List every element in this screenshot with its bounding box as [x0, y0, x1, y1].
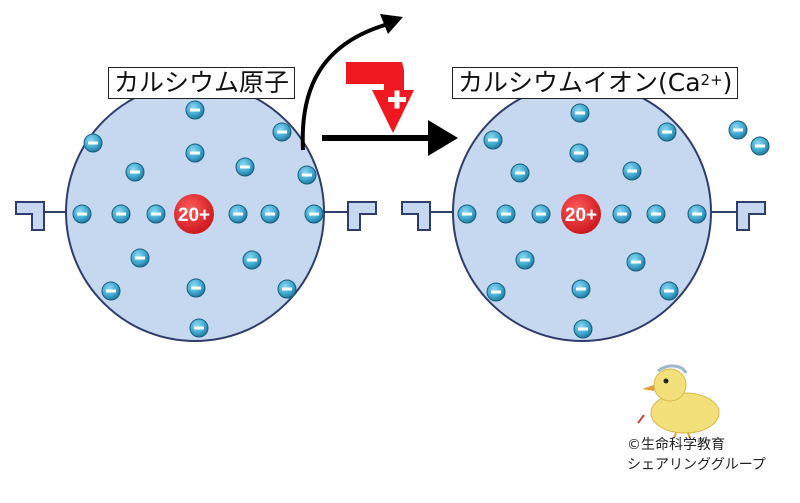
atom-right-connector [324, 201, 377, 231]
electron-minus-sign [631, 260, 641, 264]
electron-minus-sign [151, 212, 161, 216]
electron-minus-sign [190, 151, 200, 155]
electron-minus-sign [309, 212, 319, 216]
positive-charge-arrow-icon [346, 62, 414, 133]
atom-left-connector [15, 201, 66, 231]
atom-nucleus [174, 194, 214, 234]
ion-nucleus-label: 20+ [565, 205, 597, 226]
curved-arrow-icon [300, 23, 386, 151]
electron-minus-sign [190, 108, 200, 112]
electron-minus-sign [574, 151, 584, 155]
electron-minus-sign [575, 111, 585, 115]
electron-minus-sign [130, 170, 140, 174]
electrons-group [72, 100, 770, 339]
electron-minus-sign [302, 173, 312, 177]
calcium-atom-label: カルシウム原子 [108, 67, 296, 99]
electron-minus-sign [265, 212, 275, 216]
duck-mascot-icon [637, 364, 720, 438]
electron-minus-sign [617, 212, 627, 216]
electron-minus-sign [462, 212, 472, 216]
electron-minus-sign [520, 258, 530, 262]
electron-minus-sign [116, 212, 126, 216]
electron-minus-sign [501, 212, 511, 216]
atom-nucleus-label: 20+ [178, 205, 210, 226]
electron-minus-sign [233, 212, 243, 216]
electron-minus-sign [282, 287, 292, 291]
electron-minus-sign [664, 289, 674, 293]
electron-minus-sign [191, 286, 201, 290]
curved-arrow-head [380, 14, 403, 34]
electron-minus-sign [576, 287, 586, 291]
electron-minus-sign [135, 256, 145, 260]
calcium-ion-charge: 2+ [700, 71, 723, 89]
calcium-ion-label-close: ) [722, 68, 733, 97]
electron-minus-sign [627, 169, 637, 173]
ion-nucleus [561, 194, 601, 234]
electron-minus-sign [240, 165, 250, 169]
electron-minus-sign [194, 326, 204, 330]
electron-minus-sign [106, 289, 116, 293]
ion-left-connector [401, 201, 453, 231]
ion-right-connector [711, 201, 766, 231]
electron-minus-sign [536, 212, 546, 216]
copyright-credit: ©生命科学教育 シェアリンググループ [627, 435, 766, 475]
electron-minus-sign [77, 212, 87, 216]
calcium-atom-label-text: カルシウム原子 [114, 68, 290, 97]
electron-minus-sign [277, 130, 287, 134]
calcium-ion-label: カルシウムイオン(Ca2+) [452, 67, 739, 99]
electron-minus-sign [692, 212, 702, 216]
electron-minus-sign [88, 141, 98, 145]
electron-minus-sign [755, 144, 765, 148]
electron-minus-sign [515, 171, 525, 175]
credit-line-2: シェアリンググループ [627, 457, 766, 473]
electron-minus-sign [733, 128, 743, 132]
electron-minus-sign [488, 138, 498, 142]
electron-minus-sign [578, 327, 588, 331]
calcium-ion-label-text: カルシウムイオン(Ca [458, 68, 701, 97]
credit-line-1: ©生命科学教育 [627, 437, 725, 453]
electron-minus-sign [651, 212, 661, 216]
electron-minus-sign [247, 258, 257, 262]
reaction-arrow-head [428, 120, 458, 156]
electron-minus-sign [662, 130, 672, 134]
electron-minus-sign [491, 290, 501, 294]
